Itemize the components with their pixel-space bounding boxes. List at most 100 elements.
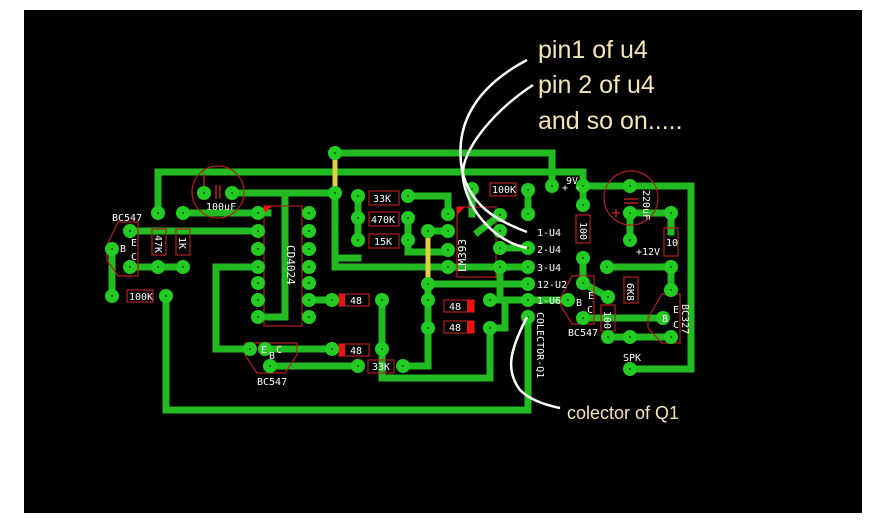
pad-drill — [257, 282, 259, 284]
pad-drill — [670, 289, 672, 291]
pad-drill — [427, 327, 429, 329]
spk-label: SPK — [623, 353, 641, 364]
r15k-label: 15K — [374, 237, 392, 248]
pad-drill — [499, 247, 501, 249]
pad-drill — [257, 316, 259, 318]
pad-drill — [567, 299, 569, 301]
pad-drill — [662, 317, 664, 319]
r33k-bottom-outline — [367, 359, 395, 374]
pad-drill — [308, 230, 310, 232]
pad-drill — [334, 192, 336, 194]
q-right-outline — [560, 275, 595, 325]
c100uf-outline — [191, 165, 245, 219]
power-9v-plus: + — [562, 183, 568, 194]
pad-drill — [527, 189, 529, 191]
r6k8-label: 6K8 — [624, 283, 635, 301]
pin-label-1: 1-U4 — [537, 228, 561, 239]
r47k-label: 47K — [152, 235, 163, 253]
r10-outline — [663, 227, 679, 257]
trace-470k — [404, 214, 452, 256]
power-12v-label: +12V — [636, 247, 660, 258]
pad-drill — [629, 185, 631, 187]
pad-drill — [489, 299, 491, 301]
pad-drill — [629, 336, 631, 338]
d48a-cathode — [339, 294, 345, 306]
r100-right-label: 100 — [601, 311, 612, 329]
trace-upper-rail — [331, 149, 556, 190]
pad-drill — [165, 295, 167, 297]
pad-drill — [499, 214, 501, 216]
pad-drill — [447, 249, 449, 251]
q-bottom-b: B — [269, 351, 275, 362]
d48c-cathode — [467, 300, 474, 312]
pad-drill — [203, 192, 205, 194]
pad-drill — [499, 230, 501, 232]
r100k-top-label: 100K — [492, 185, 516, 196]
q-left-e: E — [131, 238, 137, 249]
pad-drill — [257, 266, 259, 268]
r470k-label: 470K — [371, 215, 395, 226]
pad-drill — [499, 266, 501, 268]
r100-label: 100 — [577, 222, 588, 240]
trace-ic-left — [254, 190, 289, 321]
q-bottom-e: E — [261, 345, 267, 356]
pad-drill — [157, 212, 159, 214]
r1k-outline — [175, 228, 191, 256]
pad-drill — [249, 348, 251, 350]
lm393-pin1-marker — [457, 207, 465, 215]
pad-drill — [527, 266, 529, 268]
pin-label-4: 12-U2 — [537, 280, 567, 291]
q-bottom-c: C — [276, 345, 282, 356]
pin-label-2: 2-U4 — [537, 245, 561, 256]
pad-drill — [582, 185, 584, 187]
pad-drill — [582, 257, 584, 259]
cd4024-label: CD4024 — [284, 245, 297, 285]
power-9v-minus: - — [574, 183, 580, 194]
pad-drill — [427, 299, 429, 301]
pad-drill — [527, 247, 529, 249]
pad-drill — [308, 248, 310, 250]
annotation-collector: colector of Q1 — [567, 403, 680, 423]
pad-drill — [308, 266, 310, 268]
r33k-label: 33K — [373, 194, 391, 205]
pad-drill — [381, 348, 383, 350]
pad-drill — [111, 295, 113, 297]
pad-drill — [582, 317, 584, 319]
pad-drill — [381, 299, 383, 301]
r470k-outline — [368, 211, 400, 227]
annotation-wires — [459, 58, 561, 410]
pad-drill — [670, 212, 672, 214]
board-background — [24, 10, 862, 513]
annotation-pin1: pin1 of u4 — [538, 36, 648, 64]
pin-label-5: 1-U6 — [537, 296, 561, 307]
r10-label: 10 — [666, 238, 678, 249]
bc327-b: B — [662, 314, 668, 325]
r100k-left-label: 100K — [129, 292, 153, 303]
trace-d2 — [486, 296, 532, 332]
r100k-left-outline — [126, 289, 154, 303]
d48d-cathode — [467, 321, 474, 333]
pad-drill — [629, 368, 631, 370]
q-right-e: E — [588, 291, 594, 302]
pad-drill — [334, 152, 336, 154]
component-labels: BC547 E B C 47K 1K 100K 100uF CD4024 33K… — [112, 176, 690, 388]
pad-drill — [357, 195, 359, 197]
bc327-c: C — [673, 320, 679, 331]
lm393-label: LM393 — [456, 239, 469, 272]
q-right-label: BC547 — [568, 328, 598, 339]
trace-ic-to-q — [212, 263, 262, 353]
pad-drill — [670, 266, 672, 268]
q-bottom-outline — [244, 342, 298, 374]
r33k-bottom-label: 33K — [372, 362, 390, 373]
pin-label-6: COLECTOR-Q1 — [534, 312, 545, 378]
q-left-label: BC547 — [112, 213, 142, 224]
pad-drill — [357, 217, 359, 219]
pad-drill — [629, 212, 631, 214]
bc327-outline — [647, 293, 681, 344]
pad-drill — [129, 230, 131, 232]
q-right-c: C — [587, 305, 593, 316]
annotation-pin2: pin 2 of u4 — [538, 71, 655, 99]
q-left-b: B — [120, 244, 126, 255]
pad-drill — [527, 213, 529, 215]
r1k-label: 1K — [176, 237, 187, 249]
